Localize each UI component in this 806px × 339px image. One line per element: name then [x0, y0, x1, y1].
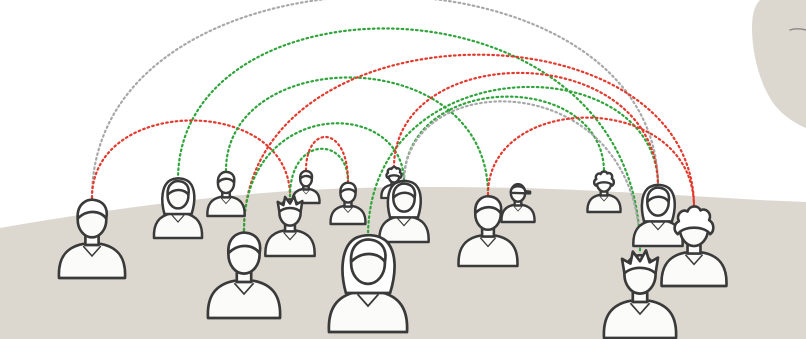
person-figure-p12 [500, 182, 536, 224]
connection-arc-p11-p15 [486, 116, 696, 209]
person-collar [651, 221, 665, 231]
person-curly-hair [673, 205, 715, 236]
person-figure-p14 [632, 183, 684, 248]
person-spiky-hair [276, 194, 304, 213]
person-figure-p8 [378, 179, 430, 244]
person-collar [82, 245, 102, 258]
corner-brush-mark [789, 28, 806, 31]
person-collar [356, 293, 380, 308]
connection-arcs [90, 0, 696, 252]
person-collar [233, 282, 255, 296]
person-hair [216, 170, 236, 184]
person-collar [599, 195, 609, 202]
person-figure-p7 [329, 181, 367, 226]
person-hair [339, 181, 358, 194]
connection-arc-p1-p14 [90, 0, 660, 199]
person-hair [349, 238, 387, 264]
person-torso [206, 195, 246, 218]
connection-arc-p6-p7 [304, 135, 350, 183]
person-collar [343, 206, 353, 214]
person-torso [500, 203, 536, 224]
person-hair [473, 194, 503, 215]
person-hair [227, 231, 262, 255]
person-collar [397, 217, 411, 227]
person-figure-p10 [327, 233, 409, 334]
person-figure-p13 [586, 170, 622, 214]
person-curly-hair [592, 170, 616, 187]
person-figure-p5 [264, 194, 316, 258]
person-curly-hair [385, 165, 403, 180]
connection-arc-p4-p15 [242, 53, 696, 232]
person-figure-p6 [291, 169, 321, 205]
person-figure-p2 [152, 177, 204, 240]
person-spiky-hair [620, 249, 660, 275]
person-hair [76, 198, 109, 220]
person-torso [264, 229, 316, 258]
connection-arc-p2-p16 [176, 27, 642, 252]
person-cap [509, 185, 532, 195]
person-torso [329, 204, 367, 226]
person-hair [298, 169, 314, 180]
person-torso [206, 279, 282, 320]
person-hair [166, 179, 191, 197]
person-torso [378, 215, 430, 244]
person-figure-p15 [660, 205, 728, 288]
person-torso [602, 299, 678, 339]
person-torso [57, 242, 127, 280]
person-collar [283, 231, 297, 241]
person-hair [392, 182, 417, 199]
person-hair [646, 186, 671, 203]
person-figure-p16 [602, 249, 678, 339]
person-torso [457, 234, 519, 268]
person-collar [171, 214, 185, 223]
person-figure-p4 [206, 231, 282, 320]
person-torso [327, 290, 409, 334]
person-figure-p11 [457, 194, 519, 268]
person-collar [220, 197, 232, 205]
connection-arc-p10-p14 [366, 85, 660, 239]
people-group [57, 165, 728, 339]
person-collar [479, 237, 497, 248]
person-collar [684, 254, 704, 266]
person-figure-p3 [206, 170, 246, 218]
person-collar [629, 302, 651, 316]
connection-arc-p1-p5 [90, 119, 292, 199]
connection-arc-p8-p16 [402, 100, 642, 252]
connection-arc-p5-p7 [288, 147, 350, 198]
person-torso [660, 251, 728, 288]
corner-blob-shape [752, 0, 806, 128]
person-torso [586, 193, 622, 214]
connection-arc-p9-p14 [392, 71, 660, 188]
person-figure-p1 [57, 198, 127, 280]
person-torso [152, 211, 204, 240]
person-collar [513, 205, 523, 212]
person-collar [302, 189, 310, 195]
